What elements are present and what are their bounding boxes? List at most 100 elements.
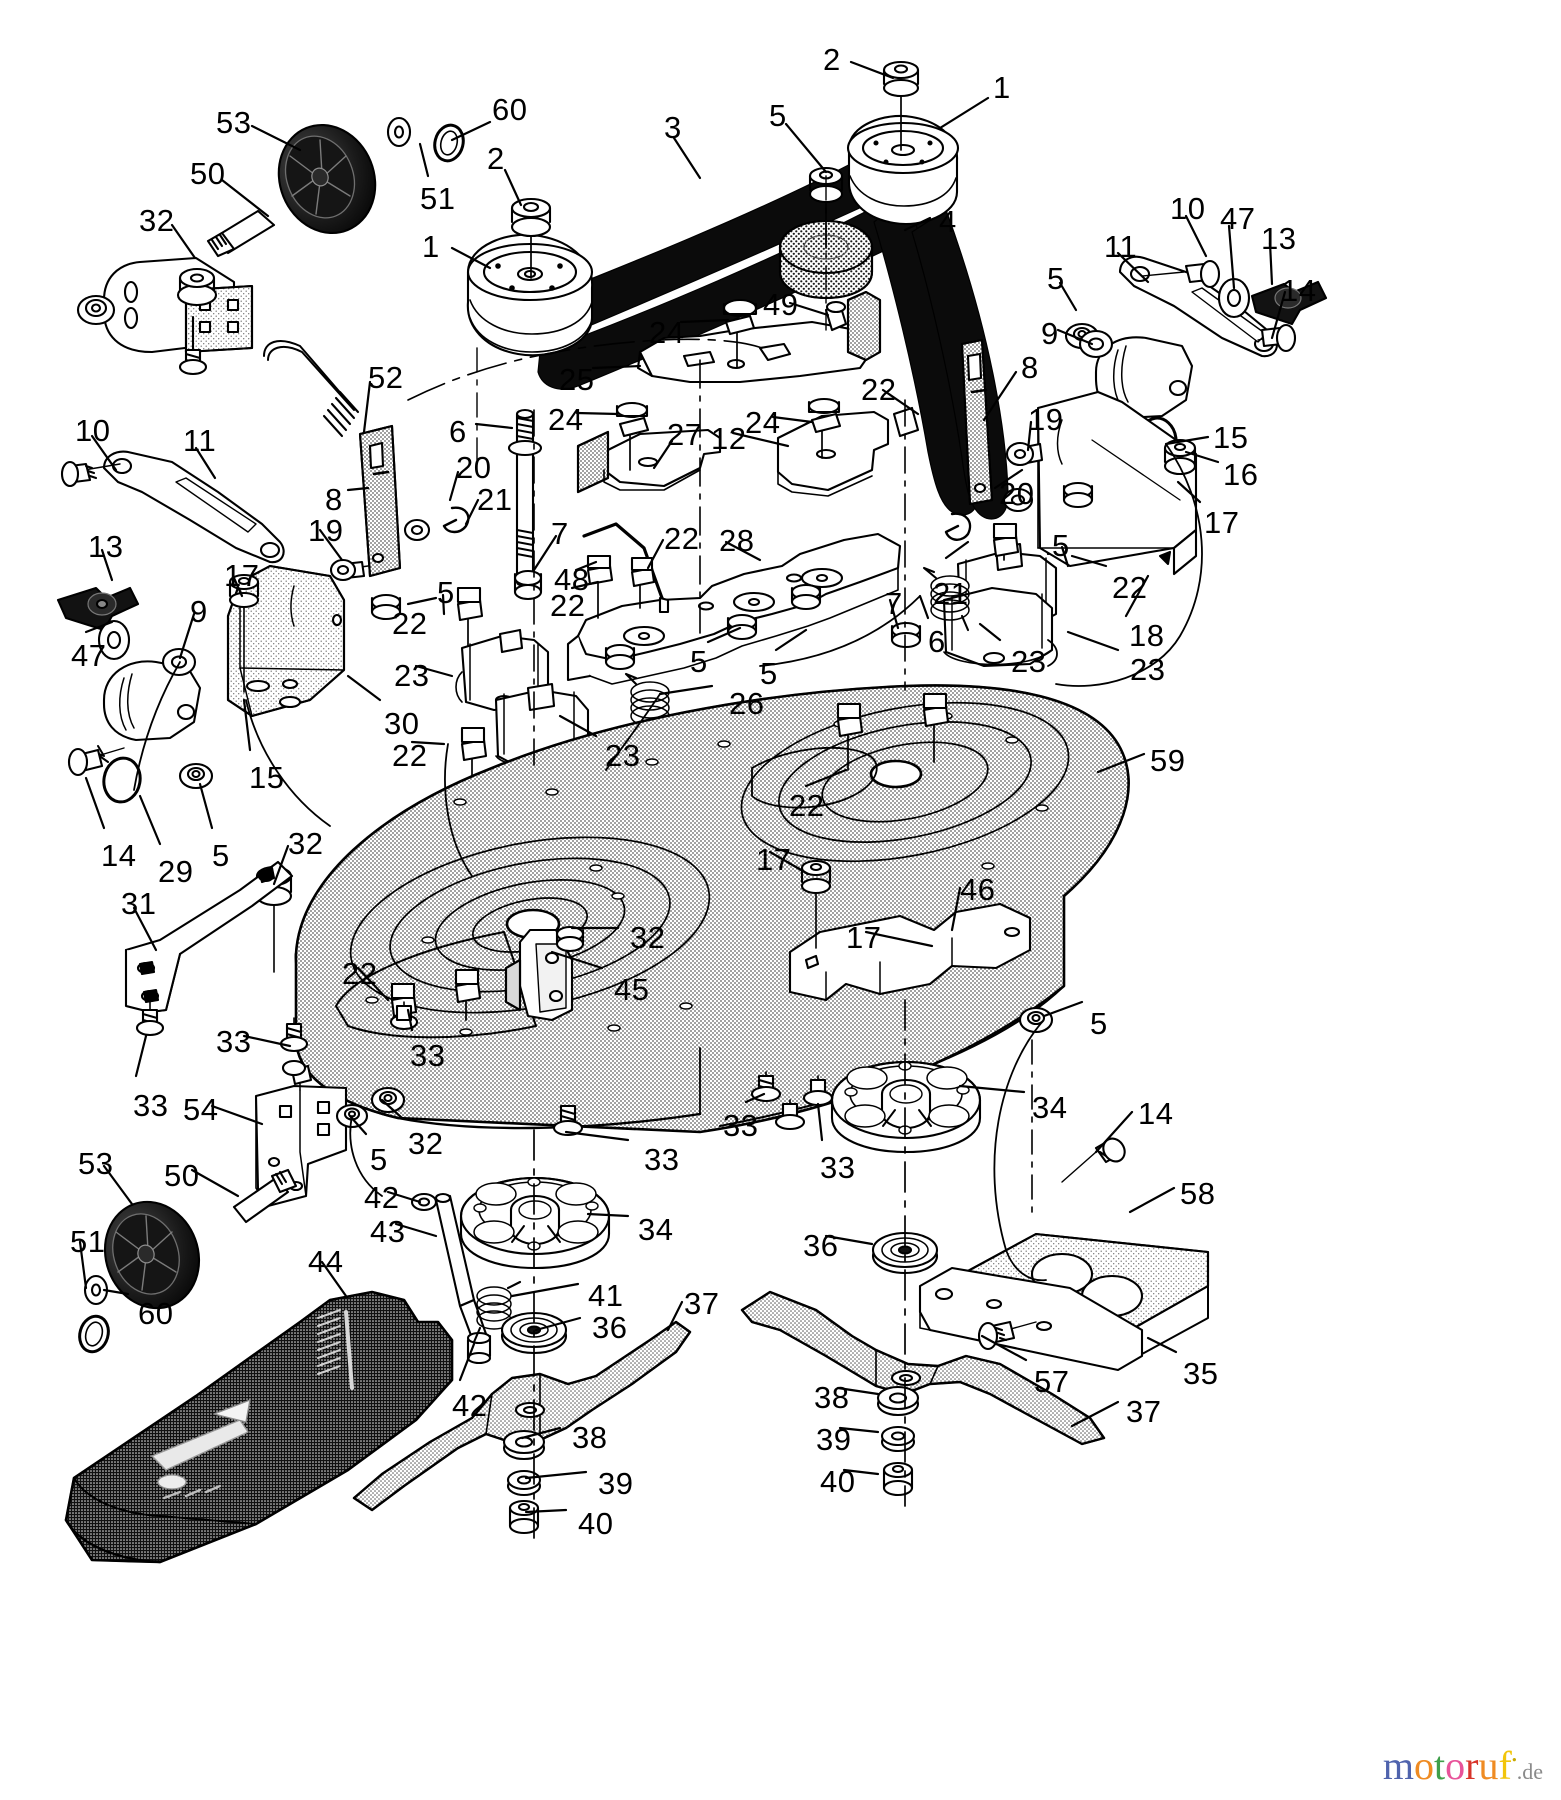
callout-5: 5 <box>437 575 455 610</box>
part-31-skid-bracket <box>124 860 294 1014</box>
part-12-bracket <box>776 406 920 497</box>
leader-15 <box>1164 435 1210 446</box>
leader-21 <box>944 540 970 560</box>
leader-7 <box>532 534 558 572</box>
callout-36: 36 <box>803 1228 839 1263</box>
leader-33 <box>744 1092 766 1104</box>
hardware-22-bolt-left-lower <box>456 586 488 777</box>
callout-23: 23 <box>1011 644 1047 679</box>
hardware-33-screw-31 <box>135 999 165 1037</box>
leader-21 <box>464 498 480 526</box>
callout-23: 23 <box>1130 652 1166 687</box>
hardware-32-flange-nut <box>176 267 218 307</box>
callout-26: 26 <box>729 686 765 721</box>
leader-17 <box>768 850 810 876</box>
callout-11: 11 <box>183 423 217 458</box>
part-44-deflector <box>64 1290 454 1564</box>
part-8-strap-right <box>960 338 994 506</box>
part-53-wheel-lower <box>103 1200 201 1310</box>
leader-17 <box>864 930 934 948</box>
leader-22 <box>406 596 438 606</box>
part-8-strap-left <box>358 424 402 578</box>
watermark-letter-3: o <box>1445 1743 1466 1788</box>
part-47-washer-left <box>97 619 131 661</box>
callout-5: 5 <box>1090 1006 1108 1041</box>
callout-4: 4 <box>939 204 957 239</box>
leader-48 <box>574 560 598 572</box>
hardware-38-washer-left <box>502 1429 546 1461</box>
leader-40 <box>524 1508 568 1514</box>
callout-38: 38 <box>814 1380 850 1415</box>
leader-22 <box>410 740 446 746</box>
hardware-42-washer-upper <box>410 1192 438 1212</box>
leader-25 <box>591 364 642 370</box>
hardware-5-nut-left2 <box>178 762 214 790</box>
leader-32 <box>272 844 290 886</box>
leader-42 <box>458 1342 476 1382</box>
hardware-10-bolt-left <box>60 460 121 488</box>
part-6-spindle-shaft <box>507 408 543 588</box>
leader-34 <box>586 1212 630 1218</box>
leader-30 <box>346 674 382 702</box>
callout-32: 32 <box>139 203 175 238</box>
callout-58: 58 <box>1180 1176 1216 1211</box>
leader-60 <box>102 1288 130 1296</box>
hardware-14-bolt-58 <box>1061 1137 1126 1183</box>
callout-24: 24 <box>548 402 584 437</box>
leader-35 <box>1146 1336 1178 1354</box>
leader-23 <box>1066 630 1120 652</box>
hardware-24-bolt-a <box>722 298 758 369</box>
hardware-5-nuts-under-plate <box>604 583 922 671</box>
callout-22: 22 <box>664 521 700 556</box>
watermark-letter-5: u <box>1478 1743 1499 1788</box>
part-52-spring-left <box>263 340 360 438</box>
callout-37: 37 <box>1126 1394 1162 1429</box>
leader-5 <box>1058 281 1078 312</box>
leader-11 <box>194 446 217 480</box>
hardware-20-washer-right <box>1002 487 1034 513</box>
leader-13 <box>100 548 114 582</box>
callout-42: 42 <box>364 1180 400 1215</box>
leader-3 <box>672 136 702 180</box>
leader-17 <box>1176 480 1202 504</box>
callout-24: 24 <box>745 405 781 440</box>
hardware-14-bolt-left <box>67 747 125 777</box>
callout-31: 31 <box>121 886 157 921</box>
hardware-40-nut-left <box>508 1499 540 1535</box>
callout-14: 14 <box>1138 1096 1174 1131</box>
callout-33: 33 <box>216 1024 252 1059</box>
leader-23 <box>558 714 598 738</box>
leader-33 <box>564 1130 630 1142</box>
leader-38 <box>836 1386 880 1396</box>
callout-32: 32 <box>408 1126 444 1161</box>
callout-24: 24 <box>649 315 685 350</box>
leader-26 <box>658 684 714 696</box>
watermark-letter-2: t <box>1434 1743 1446 1788</box>
leader-curve-58 <box>993 1021 1047 1282</box>
hardware-60-retaining-ring <box>433 123 465 163</box>
leader-47 <box>1227 224 1236 290</box>
leader-9 <box>178 612 196 660</box>
callout-10: 10 <box>1170 191 1206 226</box>
callout-47: 47 <box>1220 201 1256 236</box>
callout-36: 36 <box>592 1310 628 1345</box>
callout-5: 5 <box>212 838 230 873</box>
leader-45 <box>550 950 604 970</box>
part-11-arm-left <box>102 450 285 564</box>
part-49-spacer <box>824 300 848 332</box>
hardware-22-deck-bolts <box>390 692 950 1023</box>
leader-28 <box>724 540 762 562</box>
watermark-letter-0: m <box>1382 1743 1415 1788</box>
hardware-42-cap-lower <box>466 1331 492 1365</box>
axis-deck-hidden-left <box>407 338 763 401</box>
part-28-long-plate <box>566 532 902 685</box>
callout-28: 28 <box>719 523 755 558</box>
hardware-9-washer-right <box>1078 329 1114 359</box>
hardware-33-screw-deck-left <box>279 1017 309 1053</box>
callout-50: 50 <box>164 1158 200 1193</box>
leader-60 <box>450 120 492 142</box>
callout-53: 53 <box>216 105 252 140</box>
callout-7: 7 <box>885 586 903 621</box>
hardware-17-nut-left <box>228 573 260 693</box>
